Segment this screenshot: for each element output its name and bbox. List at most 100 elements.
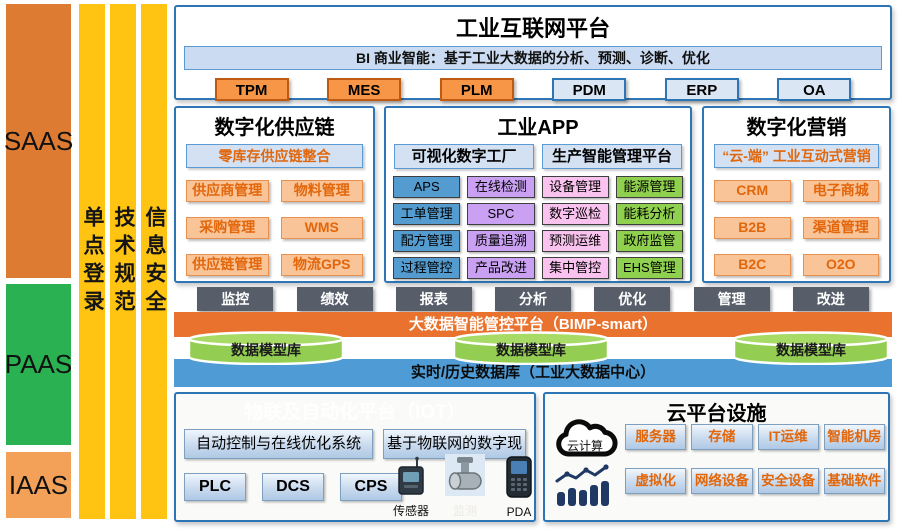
optimization-button[interactable]: 优化 — [594, 287, 671, 311]
cloud-computing-icon: 云计算 — [551, 412, 619, 462]
iot-platform-title: 物联及自动化平台（IOT） — [244, 402, 466, 423]
pda-icon — [506, 456, 532, 498]
material-management-chip[interactable]: 物料管理 — [280, 180, 363, 202]
government-supervision-cell[interactable]: 政府监管 — [615, 230, 683, 252]
supplier-management-chip[interactable]: 供应商管理 — [186, 180, 269, 202]
basic-software-button[interactable]: 基础软件 — [823, 468, 885, 494]
analysis-button[interactable]: 分析 — [495, 287, 571, 311]
e-mall-chip[interactable]: 电子商城 — [802, 180, 879, 202]
predictive-maintenance-cell[interactable]: 预测运维 — [541, 230, 609, 252]
digital-marketing-box: 数字化营销 “云-端” 工业互动式营销 CRM 电子商城 B2B 渠道管理 B2… — [702, 106, 891, 283]
centralized-control-cell[interactable]: 集中管控 — [541, 257, 609, 279]
pillar-single-sign-on: 单点登录 — [79, 4, 105, 519]
data-model-cylinder: 数据模型库 — [186, 331, 346, 366]
procurement-management-chip[interactable]: 采购管理 — [186, 217, 269, 239]
server-button[interactable]: 服务器 — [625, 424, 687, 450]
security-equipment-button[interactable]: 安全设备 — [757, 468, 819, 494]
layer-iaas-label: IAAS — [8, 469, 69, 500]
monitoring-button[interactable]: 监控 — [197, 287, 274, 311]
channel-management-chip[interactable]: 渠道管理 — [802, 217, 879, 239]
cloud-edge-marketing-header: “云-端” 工业互动式营销 — [714, 144, 879, 168]
flowmeter-label: 监测 — [452, 504, 477, 518]
crm-chip[interactable]: CRM — [714, 180, 791, 202]
plm-button[interactable]: PLM — [439, 78, 514, 101]
visual-digital-factory-header: 可视化数字工厂 — [394, 144, 534, 169]
dcs-button[interactable]: DCS — [262, 473, 324, 501]
layer-paas-label: PAAS — [4, 349, 73, 379]
sensor-device: 传感器 — [388, 456, 434, 519]
network-equipment-button[interactable]: 网络设备 — [691, 468, 753, 494]
process-control-cell[interactable]: 过程管控 — [393, 257, 461, 279]
o2o-chip[interactable]: O2O — [802, 254, 879, 276]
layer-saas-label: SAAS — [3, 125, 74, 156]
plc-button[interactable]: PLC — [184, 473, 246, 501]
mes-button[interactable]: MES — [327, 78, 402, 101]
cloud-icon — [556, 419, 618, 457]
pdm-button[interactable]: PDM — [552, 78, 627, 101]
cloud-platform-box: 云平台设施 云计算 服务器 — [543, 392, 890, 522]
erp-button[interactable]: ERP — [664, 78, 739, 101]
digital-inspection-cell[interactable]: 数字巡检 — [541, 203, 609, 225]
controller-row: PLC DCS CPS — [184, 473, 534, 501]
b2b-chip[interactable]: B2B — [714, 217, 791, 239]
b2c-chip[interactable]: B2C — [714, 254, 791, 276]
flowmeter-icon — [445, 454, 485, 496]
quality-trace-cell[interactable]: 质量追溯 — [467, 230, 535, 252]
pillar-technical-standards: 技术规范 — [110, 4, 136, 519]
product-improvement-cell[interactable]: 产品改进 — [467, 257, 535, 279]
field-devices: 传感器 监测 — [388, 454, 542, 519]
aps-cell[interactable]: APS — [393, 176, 461, 198]
data-model-label: 数据模型库 — [231, 342, 301, 358]
ehs-management-cell[interactable]: EHS管理 — [615, 257, 683, 279]
oa-button[interactable]: OA — [777, 78, 852, 101]
tpm-button[interactable]: TPM — [214, 78, 289, 101]
cylinder-icon — [187, 331, 345, 366]
sensor-label: 传感器 — [392, 504, 429, 518]
reports-button[interactable]: 报表 — [395, 287, 472, 311]
sensor-icon — [398, 456, 424, 495]
marketing-grid: CRM 电子商城 B2B 渠道管理 B2C O2O — [714, 180, 879, 276]
cps-button[interactable]: CPS — [340, 473, 402, 501]
layer-paas: PAAS — [4, 284, 73, 445]
equipment-management-cell[interactable]: 设备管理 — [541, 176, 609, 198]
data-model-label: 数据模型库 — [496, 342, 566, 358]
recipe-management-cell[interactable]: 配方管理 — [393, 230, 461, 252]
marketing-title: 数字化营销 — [746, 117, 847, 139]
performance-button[interactable]: 绩效 — [296, 287, 373, 311]
supply-chain-title: 数字化供应链 — [214, 117, 335, 139]
industrial-app-box: 工业APP 可视化数字工厂 生产智能管理平台 APS 在线检测 设备管理 能源管… — [384, 106, 692, 283]
energy-analysis-cell[interactable]: 能耗分析 — [615, 203, 683, 225]
industrial-app-grid: APS 在线检测 设备管理 能源管理 工单管理 SPC 数字巡检 能耗分析 配方… — [393, 176, 683, 279]
cloud-facility-grid: 服务器 存储 IT运维 智能机房 虚拟化 网络设备 安全设备 基础软件 — [625, 424, 885, 494]
bimp-function-row: 监控 绩效 报表 分析 优化 管理 改进 — [174, 287, 892, 311]
online-inspection-cell[interactable]: 在线检测 — [467, 176, 535, 198]
smart-machine-room-button[interactable]: 智能机房 — [823, 424, 885, 450]
supply-chain-grid: 供应商管理 物料管理 采购管理 WMS 供应链管理 物流GPS — [186, 180, 363, 276]
work-order-cell[interactable]: 工单管理 — [393, 203, 461, 225]
digital-supply-chain-box: 数字化供应链 零库存供应链整合 供应商管理 物料管理 采购管理 WMS 供应链管… — [174, 106, 375, 283]
improvement-button[interactable]: 改进 — [792, 287, 869, 311]
layer-saas: SAAS — [3, 4, 74, 278]
spc-cell[interactable]: SPC — [467, 203, 535, 225]
logistics-gps-chip[interactable]: 物流GPS — [280, 254, 363, 276]
virtualization-button[interactable]: 虚拟化 — [625, 468, 687, 494]
enterprise-app-row: TPM MES PLM PDM ERP OA — [176, 78, 890, 101]
pda-label: PDA — [506, 505, 532, 519]
iot-automation-platform-box: 物联及自动化平台（IOT） 自动控制与在线优化系统 基于物联网的数字现场 PLC… — [174, 392, 536, 522]
it-ops-button[interactable]: IT运维 — [757, 424, 819, 450]
energy-management-cell[interactable]: 能源管理 — [615, 176, 683, 198]
cylinder-icon — [452, 331, 610, 366]
cloud-computing-label: 云计算 — [566, 439, 603, 453]
pda-device: PDA — [496, 455, 542, 519]
auto-control-optimization-button[interactable]: 自动控制与在线优化系统 — [184, 429, 374, 459]
wms-chip[interactable]: WMS — [280, 217, 363, 239]
pillar-information-security: 信息安全 — [141, 4, 167, 519]
data-model-cylinder: 数据模型库 — [451, 331, 611, 366]
bar-chart-trend-icon — [553, 464, 611, 511]
management-button[interactable]: 管理 — [693, 287, 770, 311]
supply-chain-management-chip[interactable]: 供应链管理 — [186, 254, 269, 276]
cylinder-icon — [732, 331, 890, 366]
storage-button[interactable]: 存储 — [691, 424, 753, 450]
production-intelligent-mgmt-header: 生产智能管理平台 — [542, 144, 682, 169]
